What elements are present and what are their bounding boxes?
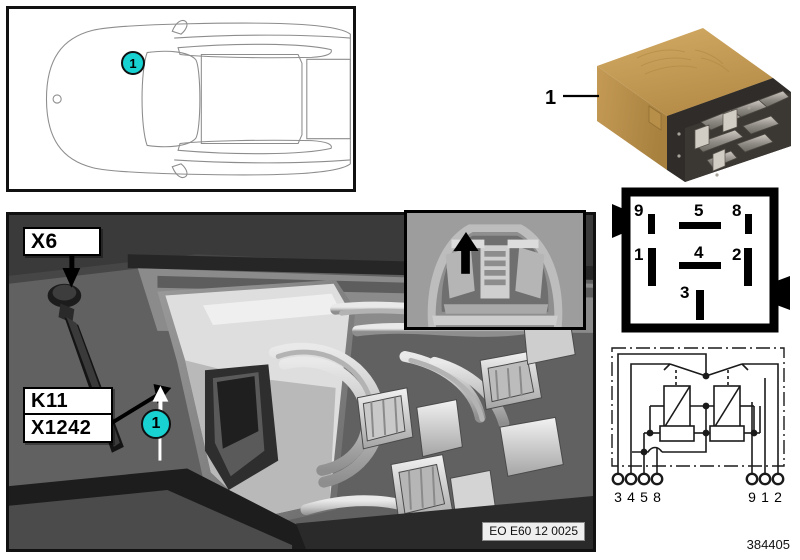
circuit-terminal-8: 8 bbox=[653, 489, 661, 505]
photo-watermark: EO E60 12 0025 bbox=[482, 522, 585, 541]
pin-label-2: 2 bbox=[732, 245, 741, 264]
photo-watermark-text: EO E60 12 0025 bbox=[489, 524, 578, 538]
circuit-terminal-1: 1 bbox=[761, 489, 769, 505]
relay-photo-svg: 1 bbox=[545, 28, 791, 182]
pin-label-4: 4 bbox=[694, 243, 704, 262]
pin-label-5: 5 bbox=[694, 201, 703, 220]
vehicle-top-view-svg bbox=[45, 19, 351, 179]
label-x6: X6 bbox=[23, 227, 101, 256]
pin-footprint-svg: 9 5 8 1 4 2 3 bbox=[612, 187, 790, 333]
relay-circuit-schematic: 3 4 5 8 9 1 2 bbox=[604, 340, 796, 508]
relay-pin-footprint: 9 5 8 1 4 2 3 bbox=[610, 186, 796, 336]
pin-label-3: 3 bbox=[680, 283, 689, 302]
relay-callout-number: 1 bbox=[545, 87, 556, 109]
label-k11: K11 bbox=[23, 387, 113, 415]
pin-label-1: 1 bbox=[634, 245, 643, 264]
circuit-terminal-3: 3 bbox=[614, 489, 622, 505]
vehicle-marker-1: 1 bbox=[121, 51, 145, 75]
label-k11-x1242: K11 X1242 bbox=[23, 387, 113, 443]
engine-compartment-inset bbox=[404, 210, 586, 330]
label-k11-text: K11 bbox=[31, 389, 69, 412]
photo-marker-1: 1 bbox=[141, 409, 171, 439]
circuit-terminal-4: 4 bbox=[627, 489, 635, 505]
circuit-schematic-svg: 3 4 5 8 9 1 2 bbox=[611, 347, 785, 505]
circuit-terminal-2: 2 bbox=[774, 489, 782, 505]
engine-compartment-inset-svg bbox=[407, 213, 583, 327]
document-number-text: 384405 bbox=[746, 537, 790, 552]
pin-label-8: 8 bbox=[732, 201, 741, 220]
document-number: 384405 bbox=[747, 537, 790, 552]
vehicle-outline-panel: 1 bbox=[6, 6, 356, 192]
vehicle-marker-label: 1 bbox=[129, 55, 137, 71]
label-x1242: X1242 bbox=[23, 415, 113, 443]
circuit-terminal-9: 9 bbox=[748, 489, 756, 505]
circuit-terminal-5: 5 bbox=[640, 489, 648, 505]
pin-label-9: 9 bbox=[634, 201, 643, 220]
label-x6-text: X6 bbox=[31, 229, 58, 253]
photo-marker-label: 1 bbox=[151, 415, 161, 432]
relay-component-photo: 1 bbox=[545, 18, 795, 188]
label-x1242-text: X1242 bbox=[31, 416, 92, 439]
